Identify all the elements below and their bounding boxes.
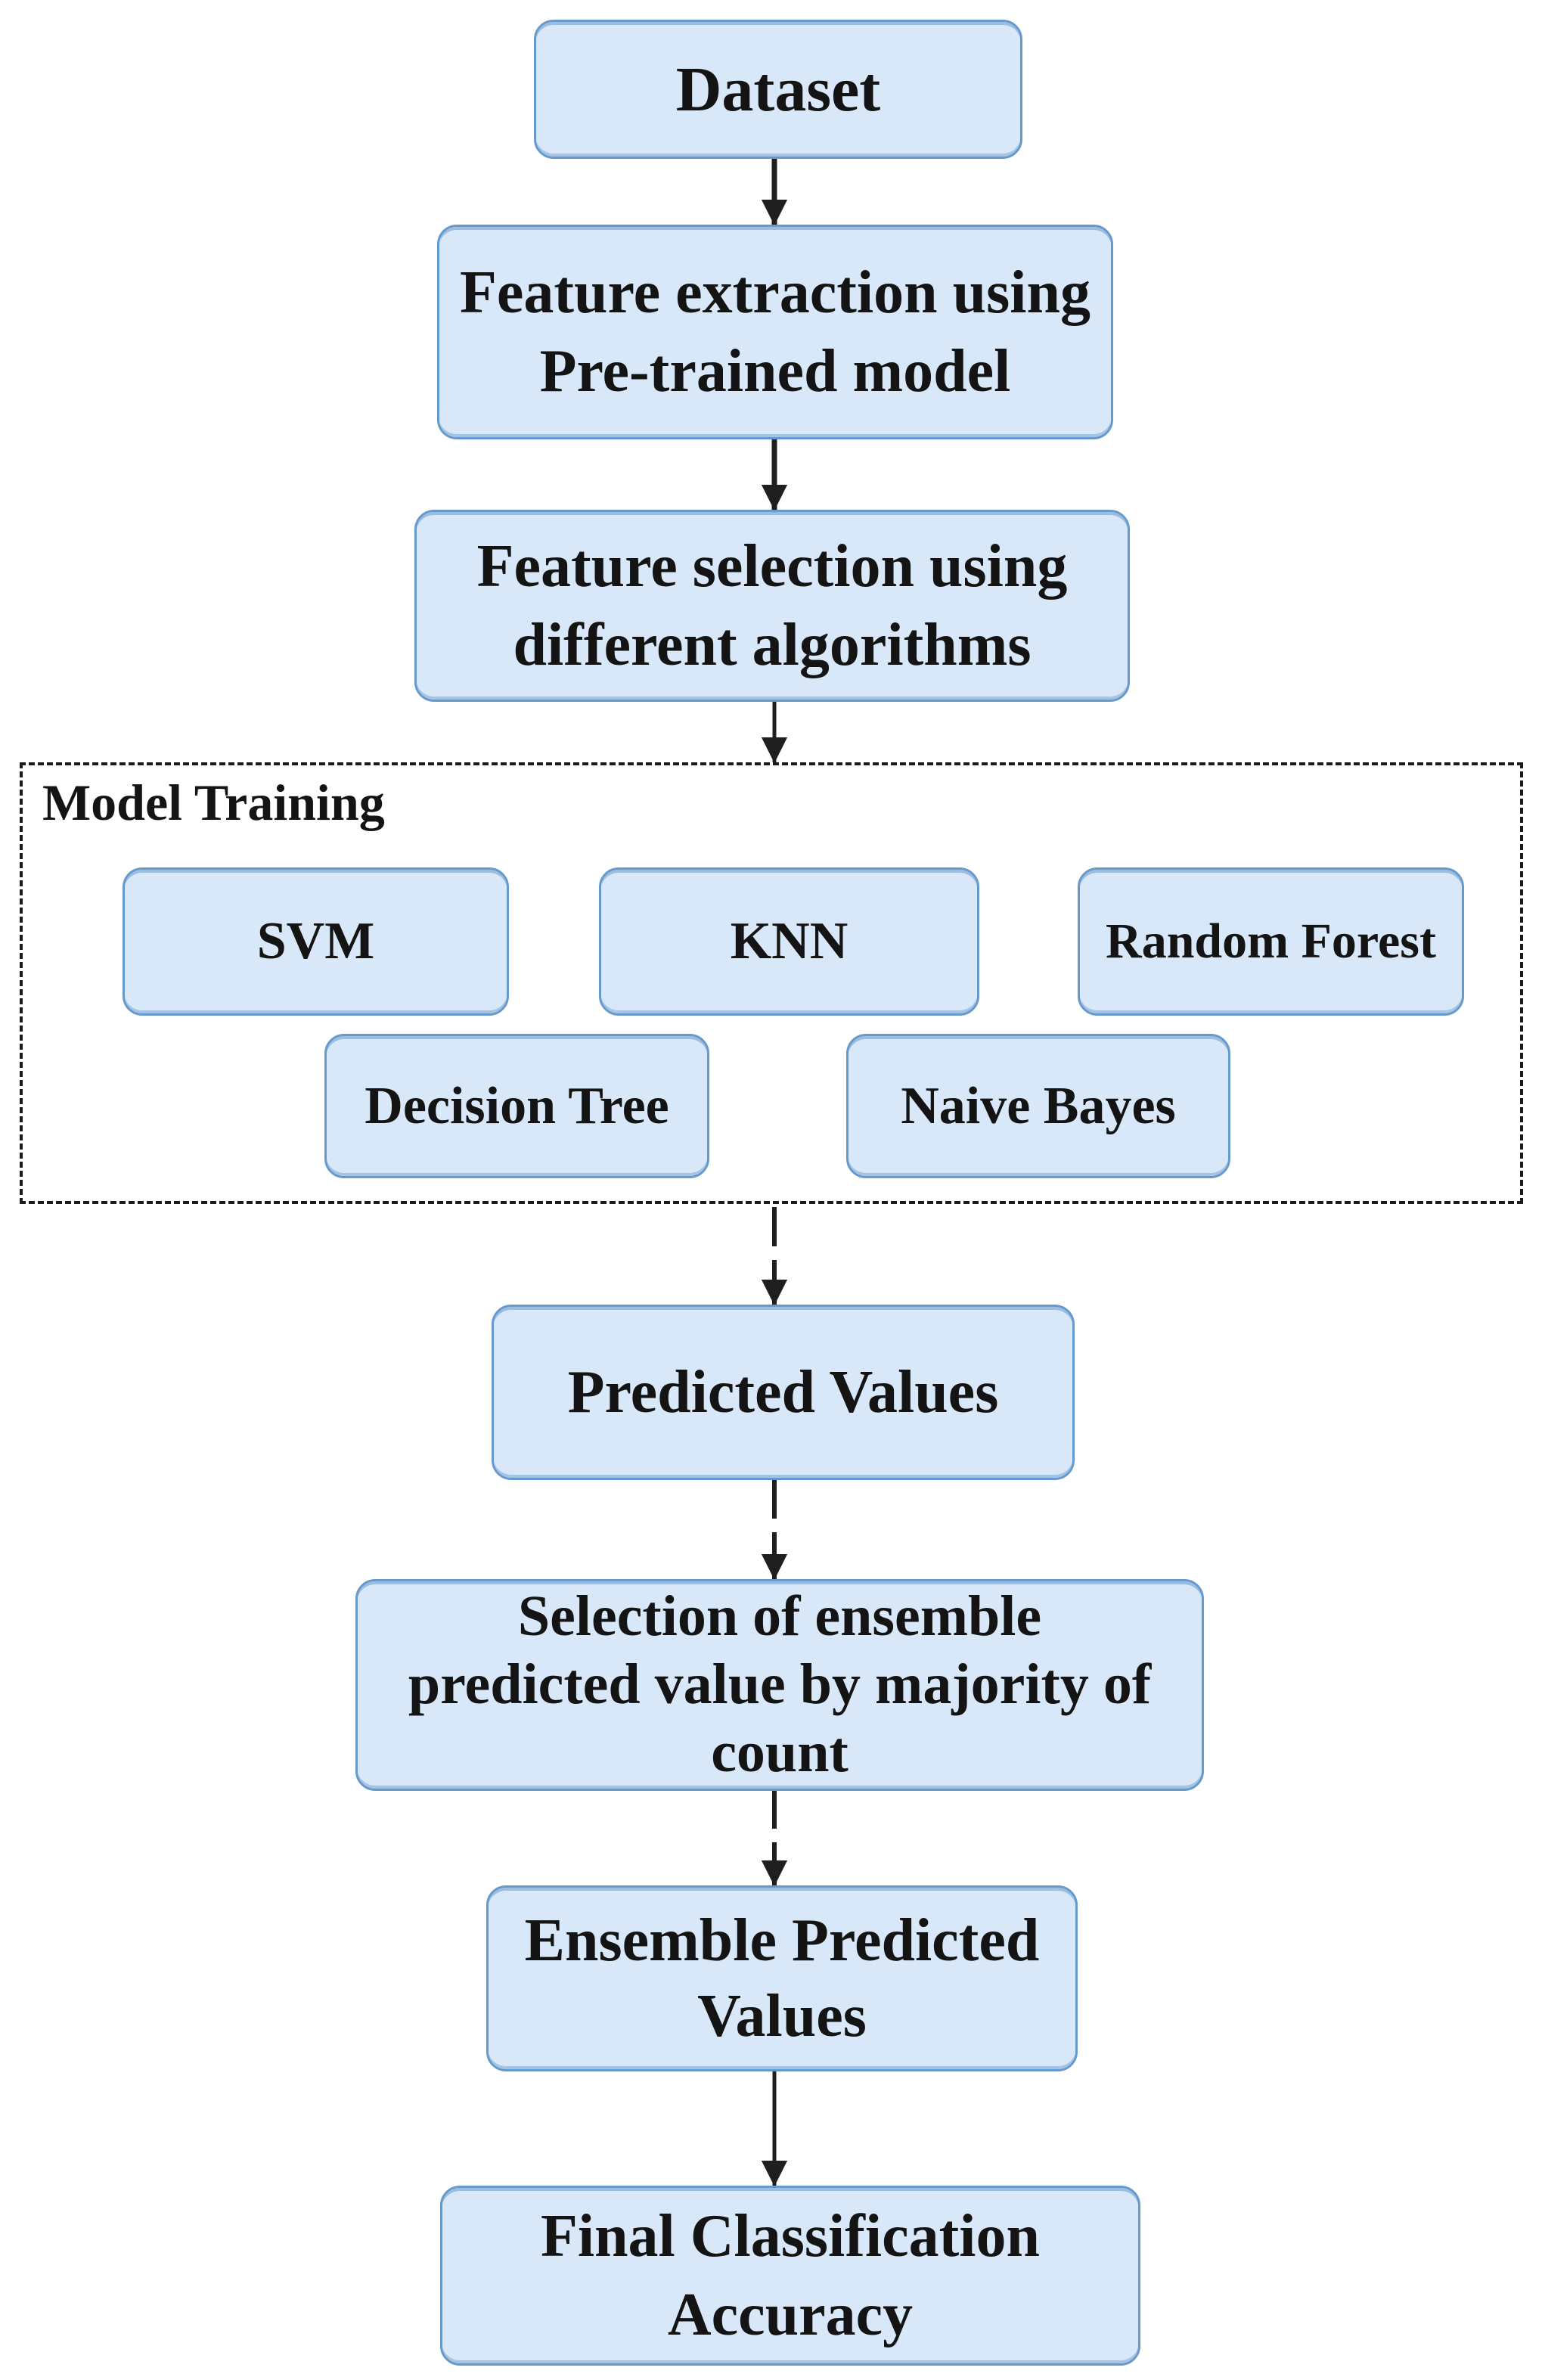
node-predicted-values: Predicted Values [492,1305,1075,1480]
node-ensemble-selection: Selection of ensemble predicted value by… [355,1579,1204,1791]
node-svm: SVM [123,867,509,1016]
model-training-group: Model Training SVM KNN Random Forest Dec… [20,762,1523,1204]
node-knn-label: KNN [730,912,849,970]
node-ensemble-predicted-values-line2: Values [697,1983,867,2050]
node-random-forest-label: Random Forest [1106,914,1436,969]
node-ensemble-selection-line1: Selection of ensemble [517,1584,1042,1649]
node-feature-selection-line1: Feature selection using [476,533,1068,600]
node-dataset-label: Dataset [675,54,881,125]
model-training-label: Model Training [42,774,385,831]
node-feature-selection: Feature selection using different algori… [414,510,1130,702]
node-feature-extraction-line2: Pre-trained model [539,338,1011,405]
node-ensemble-predicted-values: Ensemble Predicted Values [486,1885,1078,2071]
node-naive-bayes-label: Naive Bayes [901,1076,1176,1135]
node-naive-bayes: Naive Bayes [846,1034,1230,1178]
node-ensemble-selection-line3: count [711,1720,849,1784]
node-feature-extraction-line1: Feature extraction using [460,259,1090,326]
node-final-classification-accuracy-line2: Accuracy [667,2282,914,2348]
node-final-classification-accuracy-line1: Final Classification [540,2203,1041,2270]
node-decision-tree-label: Decision Tree [365,1076,669,1135]
node-knn: KNN [599,867,979,1016]
node-predicted-values-label: Predicted Values [567,1358,999,1426]
node-feature-extraction: Feature extraction using Pre-trained mod… [437,225,1113,439]
node-dataset: Dataset [534,20,1022,159]
node-decision-tree: Decision Tree [324,1034,709,1178]
node-ensemble-selection-line2: predicted value by majority of [408,1652,1152,1717]
node-feature-selection-line2: different algorithms [513,612,1032,678]
node-ensemble-predicted-values-line1: Ensemble Predicted [524,1907,1040,1974]
node-final-classification-accuracy: Final Classification Accuracy [440,2186,1140,2366]
node-svm-label: SVM [256,912,375,970]
node-random-forest: Random Forest [1078,867,1464,1016]
